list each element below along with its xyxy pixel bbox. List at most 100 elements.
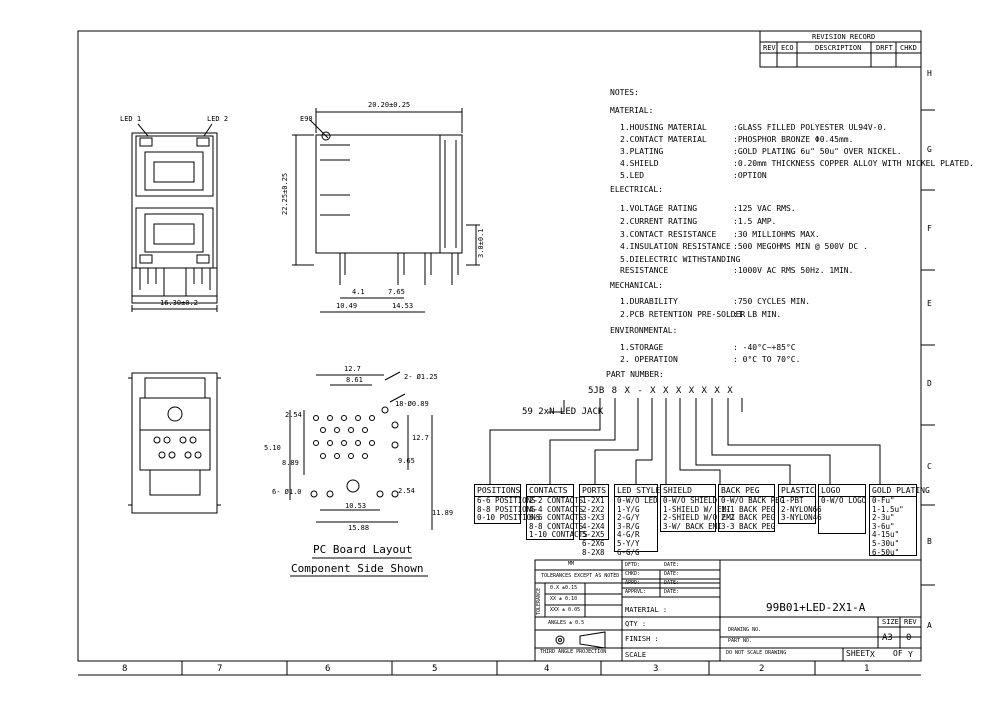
option-item: 3-3 BACK PEG	[721, 521, 776, 531]
do-not-scale-label: DO NOT SCALE DRAWING	[726, 650, 787, 656]
tolerance-side-label: TOLERANCE	[536, 587, 542, 615]
note-item: 5.DIELECTRIC WITHSTANDING	[620, 255, 741, 264]
option-item: 2-3u"	[872, 513, 895, 523]
zone-number: 2	[759, 664, 765, 674]
dim-7-65: 7.65	[388, 288, 405, 296]
note-value: :1.5 AMP.	[733, 217, 777, 226]
zone-number: 3	[653, 664, 659, 674]
note-item: 1.STORAGE	[620, 343, 664, 352]
unit-label: MM	[568, 561, 575, 567]
pcb-layout-subtitle: Component Side Shown	[291, 562, 424, 575]
option-item: 6-6 CONTACTS	[529, 513, 584, 523]
zone-letter: C	[927, 462, 932, 471]
option-item: 5-30u"	[872, 538, 900, 548]
option-contacts: CONTACTS 2-2 CONTACTS 4-4 CONTACTS 6-6 C…	[526, 484, 588, 540]
zone-letter: H	[927, 69, 932, 78]
top-dimension: 20.20±0.25	[368, 101, 411, 109]
material-label: MATERIAL :	[625, 606, 668, 614]
option-item: 2-NYLON66	[781, 504, 822, 514]
option-item: 6-6 POSITIONS	[477, 496, 536, 505]
option-item: 3-R/G	[617, 521, 640, 531]
tol-row: XXX ± 0.05	[550, 607, 581, 613]
note-item: 2.CONTACT MATERIAL	[620, 135, 707, 144]
zone-number: 5	[432, 664, 438, 674]
pcb-dim-right: 2.54	[398, 487, 415, 495]
note-item: 4.SHIELD	[620, 159, 659, 168]
option-item: 1-1.5u"	[872, 504, 904, 514]
option-item: 8-8 CONTACTS	[529, 521, 584, 531]
option-item: 2-2 BACK PEG	[721, 513, 776, 523]
option-item: 4-4 CONTACTS	[529, 504, 584, 514]
size-label: SIZE	[882, 618, 899, 626]
apprvl-label: APPRVL:	[625, 589, 647, 595]
part-number-code: 5JB 8 X - X X X X X X X	[588, 386, 733, 396]
zone-letter: E	[927, 299, 932, 308]
option-title: PORTS	[580, 486, 608, 497]
e90-label: E90	[300, 115, 313, 123]
height-dimension: 22.25±0.25	[281, 172, 289, 215]
option-item: 8-2X8	[582, 547, 605, 557]
note-item: 1.HOUSING MATERIAL	[620, 123, 707, 132]
rev-header: DRFT	[876, 44, 893, 52]
note-item: 1.DURABILITY	[620, 297, 678, 306]
option-title: PLASTIC	[779, 486, 815, 497]
of-value: Y	[908, 650, 913, 659]
zone-letter: A	[927, 621, 932, 630]
dim-4-1: 4.1	[352, 288, 365, 296]
option-item: 2-SHIELD W/O EMI	[663, 513, 736, 523]
part-number-title: PART NUMBER:	[606, 370, 664, 379]
option-item: 5-Y/Y	[617, 538, 640, 548]
sheet-label: SHEET	[846, 649, 871, 658]
dim-14-53: 14.53	[392, 302, 414, 310]
mechanical-title: MECHANICAL:	[610, 281, 663, 290]
note-value: :PHOSPHOR BRONZE Φ0.45mm.	[733, 135, 854, 144]
rev-value: 0	[906, 633, 912, 643]
note-value: :1000V AC RMS 50Hz. 1MIN.	[733, 266, 854, 275]
width-dimension: 16.30±0.2	[160, 299, 198, 307]
note-item: 3.CONTACT RESISTANCE	[620, 230, 717, 239]
option-item: 0-W/O SHIELD	[663, 496, 718, 505]
option-item: 1-SHIELD W/ EMI	[663, 504, 731, 514]
pcb-dim-bottom: 10.53	[345, 502, 367, 510]
option-item: 1-2X1	[582, 496, 605, 505]
rev-header: DESCRIPTION	[815, 44, 862, 52]
option-item: 4-15u"	[872, 530, 900, 540]
note-item: 2.PCB RETENTION PRE-SOLDER	[620, 310, 746, 319]
part-no-label: PART NO.	[728, 638, 753, 644]
pcb-dim-12-7: 12.7	[344, 365, 361, 373]
zone-number: 4	[544, 664, 550, 674]
option-item: 3-6u"	[872, 521, 895, 531]
option-item: 8-8 POSITIONS	[477, 504, 536, 514]
date-label: DATE:	[664, 580, 680, 586]
note-item: 1.VOLTAGE RATING	[620, 204, 698, 213]
option-led-style: LED STYLE 0-W/O LED 1-Y/G 2-G/Y 3-R/G 4-…	[614, 484, 660, 556]
size-value: A3	[882, 633, 893, 643]
option-item: 2-G/Y	[617, 513, 640, 523]
option-item: 2-2 CONTACTS	[529, 496, 584, 505]
note-value: :GLASS FILLED POLYESTER UL94V-0.	[733, 123, 888, 132]
appd-label: APPD:	[625, 580, 641, 586]
option-item: 0-10 POSITIONS	[477, 513, 541, 523]
zone-letter: D	[927, 379, 932, 388]
option-item: 0-W/O LOGO	[821, 496, 867, 505]
option-title: SHIELD	[661, 485, 715, 497]
material-title: MATERIAL:	[610, 106, 654, 115]
zone-letter: G	[927, 145, 932, 154]
option-item: 3-W/ BACK EMI	[663, 521, 722, 531]
note-item: 3.PLATING	[620, 147, 664, 156]
option-item: 5-2X5	[582, 530, 605, 540]
pcb-dim-left: 8.89	[282, 459, 299, 467]
note-value: :750 CYCLES MIN.	[733, 297, 811, 306]
option-plastic: PLASTIC 1-PBT 2-NYLON66 3-NYLON46	[778, 484, 822, 524]
option-back-peg: BACK PEG 0-W/O BACK PEG 1-1 BACK PEG 2-2…	[718, 484, 784, 532]
note-value: :125 VAC RMS.	[733, 204, 796, 213]
part-name: 99B01+LED-2X1-A	[766, 601, 866, 614]
date-label: DATE:	[664, 589, 680, 595]
option-item: 3-NYLON46	[781, 513, 822, 523]
note-value: :OPTION	[733, 171, 767, 180]
environmental-title: ENVIRONMENTAL:	[610, 326, 678, 335]
jack-label: 59 2xN LED JACK	[522, 407, 604, 417]
option-positions: POSITIONS 6-6 POSITIONS 8-8 POSITIONS 0-…	[474, 484, 541, 524]
zone-number: 6	[325, 664, 331, 674]
